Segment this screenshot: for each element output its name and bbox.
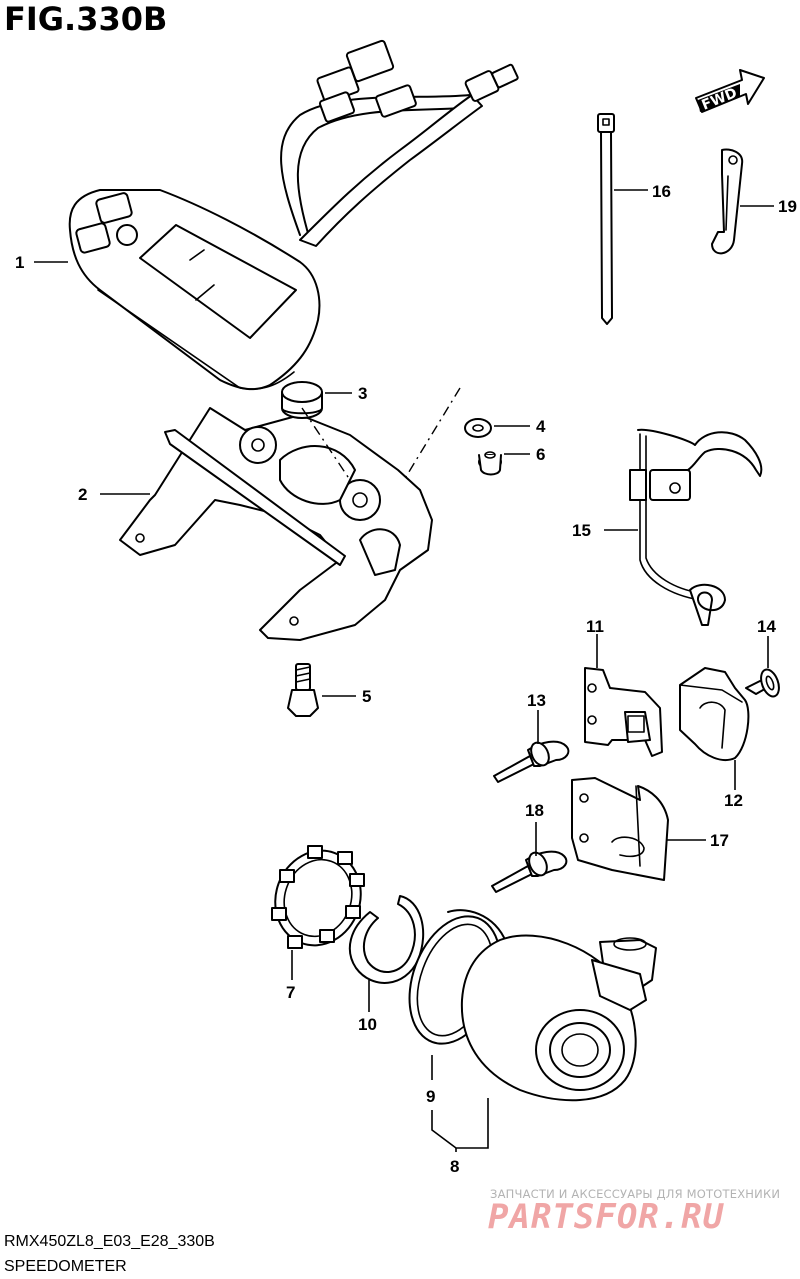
callout-label: 4: [536, 417, 546, 436]
callout-label: 12: [724, 791, 743, 810]
callout-8: 8: [431, 1098, 489, 1176]
sensor-clamp: [679, 667, 750, 762]
callout-label: 16: [652, 182, 671, 201]
speedometer-gearbox: [460, 934, 657, 1102]
callout-7: 7: [286, 950, 295, 1002]
callout-3: 3: [325, 384, 367, 403]
sensor-holder-plate: [584, 667, 663, 757]
collar: [478, 451, 502, 476]
meter-unit: [68, 39, 519, 391]
tab-ring: [271, 845, 365, 949]
callout-6: 6: [504, 445, 545, 464]
callout-11: 11: [586, 617, 604, 668]
section-name: SPEEDOMETER: [4, 1258, 127, 1275]
rivet-13: [493, 740, 570, 783]
callout-label: 15: [572, 521, 591, 540]
watermark-logo: PARTSFOR.RU: [488, 1197, 725, 1237]
rivet-18: [491, 850, 568, 893]
model-code: RMX450ZL8_E03_E28_330B: [4, 1233, 215, 1250]
callout-14: 14: [757, 617, 776, 668]
callout-label: 7: [286, 983, 295, 1002]
callout-16: 16: [614, 182, 671, 201]
callout-9: 9: [426, 1055, 435, 1106]
callout-label: 3: [358, 384, 367, 403]
grommet: [281, 381, 351, 481]
callout-label: 13: [527, 691, 546, 710]
callout-19: 19: [740, 197, 797, 216]
callout-label: 18: [525, 801, 544, 820]
callout-label: 8: [450, 1157, 459, 1176]
callout-label: 17: [710, 831, 729, 850]
callout-label: 14: [757, 617, 776, 636]
callout-4: 4: [494, 417, 546, 436]
meter-bracket: [119, 407, 433, 641]
callout-label: 5: [362, 687, 371, 706]
watermark-caption: ЗАПЧАСТИ И АКСЕССУАРЫ ДЛЯ МОТОТЕХНИКИ: [490, 1187, 781, 1201]
callout-label: 11: [586, 617, 604, 636]
callout-label: 10: [358, 1015, 377, 1034]
callout-label: 19: [778, 197, 797, 216]
callout-label: 9: [426, 1087, 435, 1106]
sensor-bracket: [571, 777, 669, 881]
callout-2: 2: [78, 485, 150, 504]
callout-label: 6: [536, 445, 545, 464]
callout-13: 13: [527, 691, 546, 744]
callout-18: 18: [525, 801, 544, 856]
cable-tie: [597, 113, 615, 325]
callout-17: 17: [666, 831, 729, 850]
callout-15: 15: [572, 521, 638, 540]
screw: [745, 668, 780, 698]
callout-5: 5: [322, 687, 371, 706]
callout-10: 10: [358, 980, 377, 1034]
callout-label: 1: [15, 253, 24, 272]
callout-12: 12: [724, 760, 743, 810]
wire-clip: [711, 148, 744, 255]
bolt: [287, 663, 319, 717]
figure-title: FIG.330B: [4, 0, 168, 38]
wire-guide: [629, 428, 763, 626]
fwd-arrow-badge: FWD: [695, 69, 765, 114]
callout-label: 2: [78, 485, 87, 504]
callout-1: 1: [15, 253, 68, 272]
washer: [464, 418, 492, 438]
